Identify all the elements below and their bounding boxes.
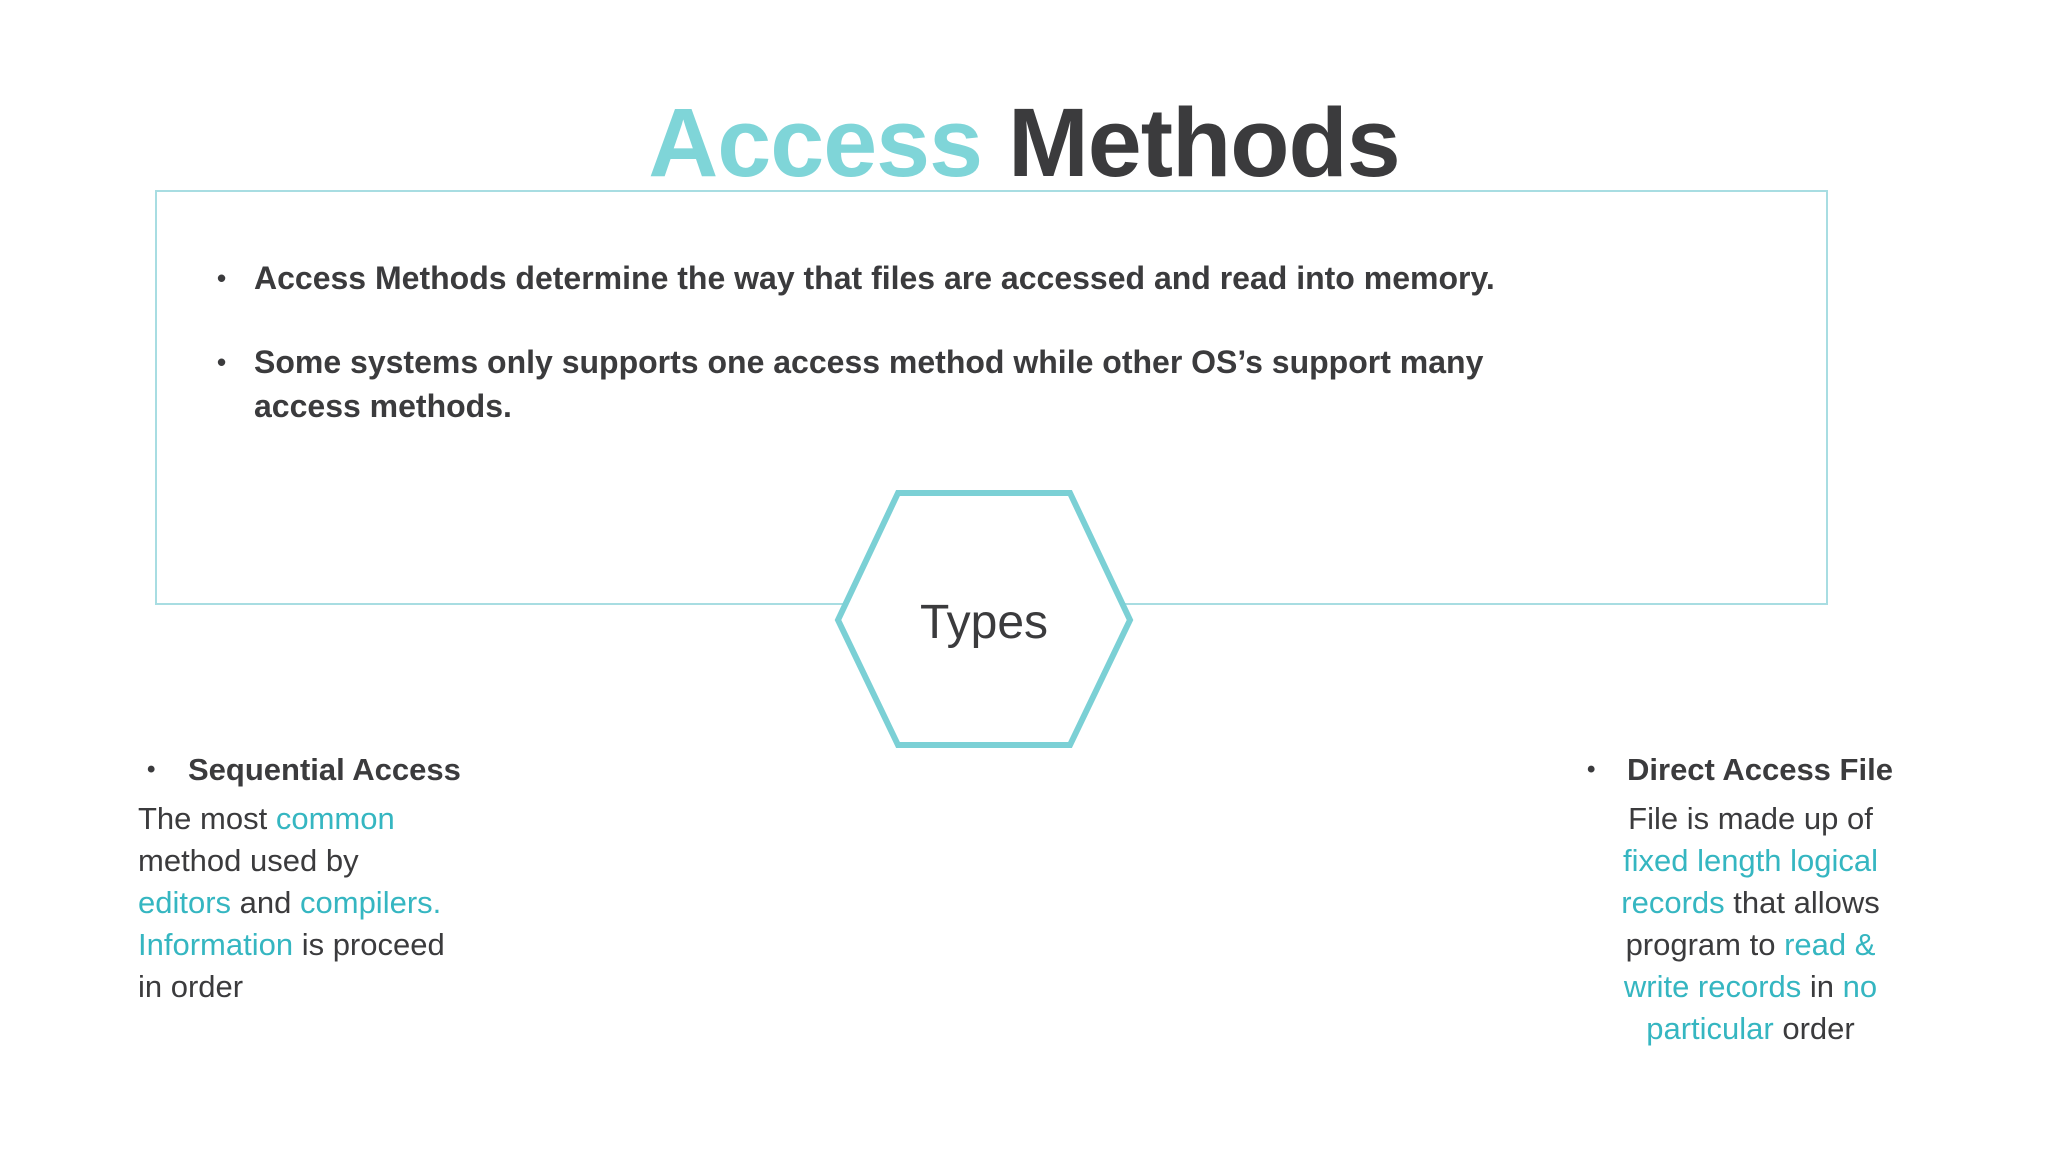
emphasized-text: write records — [1623, 969, 1802, 1004]
plain-text: in — [1801, 969, 1843, 1004]
emphasized-text: editors — [138, 885, 232, 920]
section-heading: • Sequential Access — [138, 752, 538, 788]
plain-text: that allows — [1724, 885, 1880, 920]
section-body: The most common method used by editors and… — [138, 798, 538, 1008]
page-title: Access Methods — [0, 87, 2048, 199]
emphasized-text: fixed length logical — [1622, 843, 1879, 878]
heading-text: Direct Access File — [1627, 752, 1893, 787]
section-heading: • Direct Access File — [1578, 752, 1923, 788]
bullet-dot-icon: • — [217, 347, 227, 377]
bullet-text: Some systems only supports one access me… — [254, 344, 1484, 424]
info-box-bullet-list: • Access Methods determine the way that … — [217, 256, 1677, 428]
emphasized-text: records — [1621, 885, 1725, 920]
bullet-dot-icon: • — [147, 756, 156, 783]
heading-text: Sequential Access — [188, 752, 461, 787]
title-rest: Methods — [1007, 87, 1401, 197]
bullet-dot-icon: • — [217, 263, 227, 293]
plain-text: The most — [138, 801, 276, 836]
section-body: File is made up of fixed length logical re… — [1578, 798, 1923, 1050]
direct-access-section: • Direct Access File File is made up of f… — [1578, 752, 1923, 1050]
plain-text: File is made up of — [1628, 801, 1873, 836]
emphasized-text: particular — [1646, 1011, 1774, 1046]
emphasized-text: read & — [1784, 927, 1876, 962]
list-item: • Some systems only supports one access … — [217, 340, 1599, 428]
emphasized-text: common — [275, 801, 395, 836]
plain-text: and — [231, 885, 300, 920]
types-hexagon: Types — [832, 487, 1136, 751]
sequential-access-section: • Sequential Access The most common metho… — [138, 752, 538, 1008]
plain-text: is proceed — [293, 927, 445, 962]
plain-text: method used by — [138, 843, 359, 878]
bullet-dot-icon: • — [1587, 756, 1596, 783]
plain-text: order — [1773, 1011, 1855, 1046]
emphasized-text: Information — [138, 927, 294, 962]
hexagon-label: Types — [919, 595, 1049, 649]
title-accent: Access — [648, 87, 1008, 197]
hexagon-shape-icon — [834, 490, 1134, 748]
emphasized-text: no — [1842, 969, 1878, 1004]
list-item: • Access Methods determine the way that … — [217, 256, 1599, 300]
bullet-text: Access Methods determine the way that fi… — [254, 260, 1495, 296]
emphasized-text: compilers. — [300, 885, 442, 920]
plain-text: in order — [138, 969, 244, 1004]
plain-text: program to — [1625, 927, 1785, 962]
